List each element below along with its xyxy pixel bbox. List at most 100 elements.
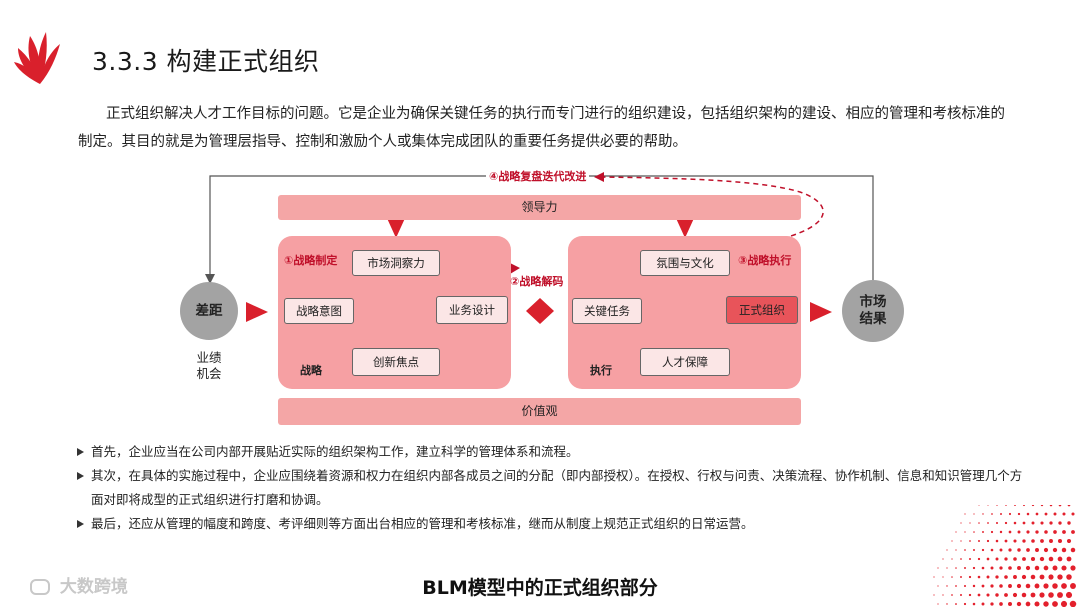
node-culture: 氛围与文化 [640,250,730,276]
decor-dot [1000,513,1002,515]
decor-dot [1031,539,1035,543]
decor-dot [960,522,962,524]
decor-dot [1030,556,1036,562]
decor-dot [982,513,984,515]
execution-step-label: ③战略执行 [738,254,792,267]
decor-dot [955,567,957,569]
decor-dot [1025,565,1031,571]
decor-dot [937,567,939,569]
decor-dot [1044,512,1048,516]
decor-dot [977,557,981,561]
decor-dot [937,603,939,605]
decor-dot [1067,521,1071,525]
decor-dot [1057,556,1063,562]
bullet-item-3: 最后，还应从管理的幅度和跨度、考评细则等方面出台相应的管理和考核标准，继而从制度… [74,512,1024,536]
decor-dot [987,505,989,506]
decor-dot [1070,547,1076,553]
decor-dot [1035,530,1039,534]
decor-dot [955,531,957,533]
decor-dot [1048,592,1054,598]
decor-dot [978,522,980,524]
decor-dot [960,540,962,542]
result-line2: 结果 [859,311,887,327]
decor-dot [946,567,948,569]
decor-dot [995,557,999,561]
decor-dot [1066,556,1072,562]
decor-dot [987,522,989,524]
decor-dot [1052,565,1058,571]
decor-dot [1048,574,1054,580]
decorative-dots [933,505,1077,607]
decor-dot [1026,530,1030,534]
decor-dot [959,593,963,597]
decor-dot [942,558,944,560]
decor-dot [973,549,975,551]
decor-dot [1025,583,1031,589]
node-strategic-intent: 战略意图 [284,298,354,324]
loop-label: ④战略复盘迭代改进 [486,168,590,184]
decor-dot [964,531,966,533]
decor-dot [960,558,962,560]
decor-dot [969,558,971,560]
decor-dot [981,548,985,552]
decor-dot [999,584,1003,588]
decor-dot [995,575,999,579]
node-formal-org: 正式组织 [726,296,798,324]
leadership-bar: 领导力 [278,195,801,220]
decor-dot [1008,566,1012,570]
decor-dot [1025,601,1031,607]
decor-dot [1040,539,1044,543]
decor-dot [990,566,994,570]
decor-dot [1013,521,1017,525]
decor-dot [973,531,975,533]
decor-dot [1065,591,1073,599]
decor-dot [1013,557,1017,561]
watermark-text: 大数跨境 [59,577,128,597]
decor-dot [946,603,948,605]
decor-dot [1066,574,1072,580]
decor-dot [1052,583,1058,589]
bullet-list: 首先，企业应当在公司内部开展贴近实际的组织架构工作，建立科学的管理体系和流程。 … [74,440,1024,536]
decor-dot [972,602,976,606]
decor-dot [942,576,944,578]
decor-dot [1061,547,1067,553]
decor-dot [991,513,993,515]
decor-dot [981,566,985,570]
decor-dot [999,548,1003,552]
decor-dot [1008,602,1012,606]
decor-dot [1034,601,1040,607]
decor-dot [1013,539,1017,543]
decor-dot [1044,530,1048,534]
decode-label: ②战略解码 [510,275,564,288]
decor-dot [955,603,957,605]
decor-dot [1008,548,1012,552]
decor-dot [995,521,999,525]
decor-dot [1060,600,1068,607]
decor-dot [951,576,953,578]
decor-dot [986,593,990,597]
decor-dot [1039,592,1045,598]
decor-dot [990,602,994,606]
decor-dot [972,566,976,570]
decor-dot [1040,521,1044,525]
decor-dot [951,540,953,542]
decor-dot [946,585,948,587]
decor-dot [977,575,981,579]
decor-dot [1053,530,1057,534]
decor-dot [981,602,985,606]
gap-circle: 差距 [180,282,238,340]
decor-dot [1049,539,1053,543]
decor-dot [1061,565,1067,571]
decor-dot [963,584,967,588]
decor-dot [1071,530,1075,534]
decor-dot [1069,600,1077,607]
decor-dot [1021,574,1027,580]
decor-dot [1049,505,1053,507]
decor-dot [1017,512,1021,516]
decor-dot [1005,505,1007,506]
decor-dot [1040,505,1044,507]
watermark: 大数跨境 [30,572,128,597]
decor-dot [1004,539,1008,543]
decor-dot [1031,521,1035,525]
decor-dot [969,540,971,542]
